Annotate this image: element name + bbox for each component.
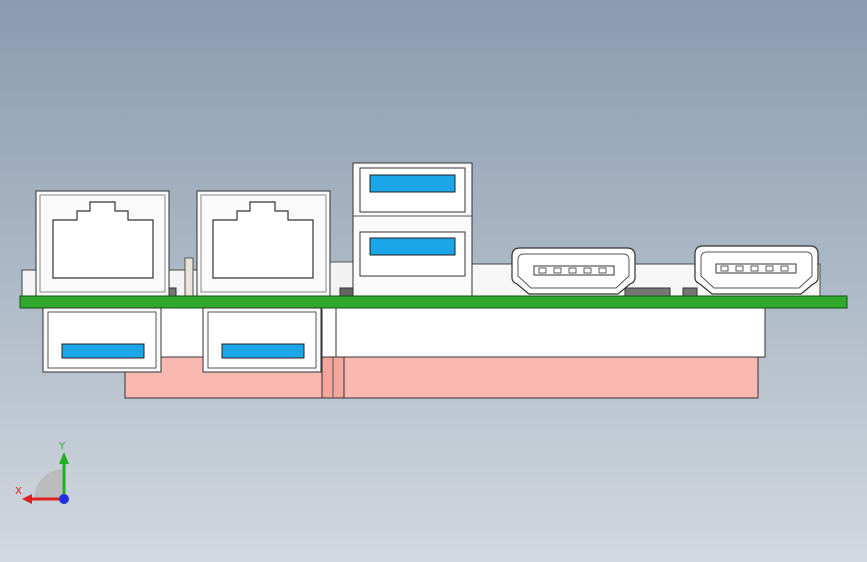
y-axis-label: Y — [59, 441, 66, 452]
usb-lower-1 — [42, 307, 162, 373]
hdmi-port-1 — [511, 247, 636, 295]
rj45-port-2 — [196, 190, 331, 297]
hdmi-port-2 — [694, 245, 819, 295]
rj45-port-1 — [35, 190, 170, 297]
coordinate-triad: X Y — [10, 440, 80, 510]
usb-stack-top — [352, 162, 473, 298]
usb-lower-2 — [202, 307, 322, 373]
x-axis-label: X — [15, 486, 22, 497]
pcb — [19, 295, 848, 309]
